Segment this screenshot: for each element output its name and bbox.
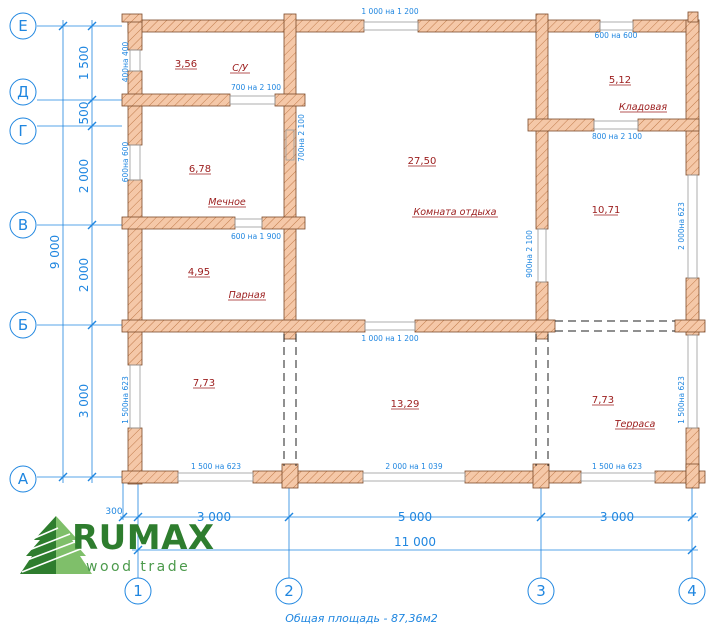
opening-komnata-door: 700на 2 100 — [297, 114, 306, 162]
dimension-labels: 1 500 500 2 000 2 000 3 000 9 000 3 000 … — [48, 46, 634, 549]
opening-su-window: 400на 400 — [121, 42, 130, 83]
room-name-komnata: Комната отдыха — [414, 207, 497, 218]
axis-grid — [37, 20, 698, 578]
dim-v-3: 2 000 — [77, 159, 91, 193]
dashed-boundaries — [283, 320, 675, 466]
dim-v-total: 9 000 — [48, 235, 62, 269]
opening-bottom-left: 1 500 на 623 — [191, 462, 241, 471]
axis-letter-markers: Е Д Г В Б А — [9, 12, 37, 493]
room-area-komnata: 27,50 — [408, 156, 437, 167]
axis-label-v: В — [18, 216, 28, 234]
opening-lower-left-window: 1 500на 623 — [121, 376, 130, 424]
door-marks — [229, 95, 639, 283]
dim-h-1: 3 000 — [197, 510, 231, 524]
axis-label-b: Б — [18, 316, 28, 334]
room-area-center: 13,29 — [391, 399, 420, 410]
room-area-su: 3,56 — [175, 59, 197, 70]
dim-h-2: 5 000 — [398, 510, 432, 524]
axis-label-g: Г — [18, 122, 27, 140]
axis-label-d: Д — [17, 83, 29, 101]
room-name-su: С/У — [232, 63, 249, 74]
room-name-kladovaya: Кладовая — [619, 102, 667, 113]
room-area-mechnoe: 6,78 — [189, 164, 211, 175]
logo-tagline: wood trade — [86, 559, 191, 575]
room-area-right-mid: 10,71 — [592, 205, 621, 216]
opening-right-window: 2 000на 623 — [677, 202, 686, 250]
dim-h-3: 3 000 — [600, 510, 634, 524]
window-frames — [129, 21, 698, 482]
logo-mark — [20, 516, 92, 574]
dim-small: 300 — [105, 507, 122, 517]
axis-label-2: 2 — [284, 582, 294, 600]
axis-label-4: 4 — [687, 582, 697, 600]
dim-h-total: 11 000 — [394, 535, 436, 549]
dim-v-2: 500 — [77, 102, 91, 125]
opening-mechnoe-window: 600на 600 — [121, 142, 130, 183]
axis-label-e: Е — [18, 17, 27, 35]
dim-v-1: 1 500 — [77, 46, 91, 80]
label-underlines — [175, 68, 667, 430]
axis-label-3: 3 — [536, 582, 546, 600]
room-area-parnaya: 4,95 — [188, 267, 210, 278]
opening-labels: 1 000 на 1 200 600 на 600 400на 400 700 … — [121, 7, 686, 471]
opening-bottom-center: 2 000 на 1 039 — [385, 462, 442, 471]
axis-label-a: А — [18, 470, 29, 488]
room-area-lower-left: 7,73 — [193, 378, 215, 389]
room-name-parnaya: Парная — [229, 290, 266, 301]
opening-top-window: 1 000 на 1 200 — [361, 7, 418, 16]
walls — [121, 11, 706, 489]
logo-wordmark: RUMAX — [72, 518, 215, 558]
total-area-caption: Общая площадь - 87,36м2 — [285, 612, 438, 625]
opening-kladovaya-door: 800 на 2 100 — [592, 132, 642, 141]
room-labels: 3,56 С/У 5,12 Кладовая 6,78 Мечное 27,50… — [175, 59, 667, 430]
opening-su-door: 700 на 2 100 — [231, 83, 281, 92]
opening-kladovaya-window: 600 на 600 — [595, 31, 638, 40]
room-area-terrasa: 7,73 — [592, 395, 614, 406]
room-name-mechnoe: Мечное — [208, 197, 246, 208]
opening-mid-window: 1 000 на 1 200 — [361, 334, 418, 343]
opening-right-door: 900на 2 100 — [525, 230, 534, 278]
opening-bottom-right: 1 500 на 623 — [592, 462, 642, 471]
axis-number-markers: 1 2 3 4 — [124, 577, 706, 605]
room-name-terrasa: Терраса — [615, 419, 656, 430]
dim-v-4: 2 000 — [77, 258, 91, 292]
opening-parnaya-door: 600 на 1 900 — [231, 232, 281, 241]
axis-label-1: 1 — [133, 582, 143, 600]
room-area-kladovaya: 5,12 — [609, 75, 631, 86]
dim-v-5: 3 000 — [77, 384, 91, 418]
opening-terrasa-window: 1 500на 623 — [677, 376, 686, 424]
